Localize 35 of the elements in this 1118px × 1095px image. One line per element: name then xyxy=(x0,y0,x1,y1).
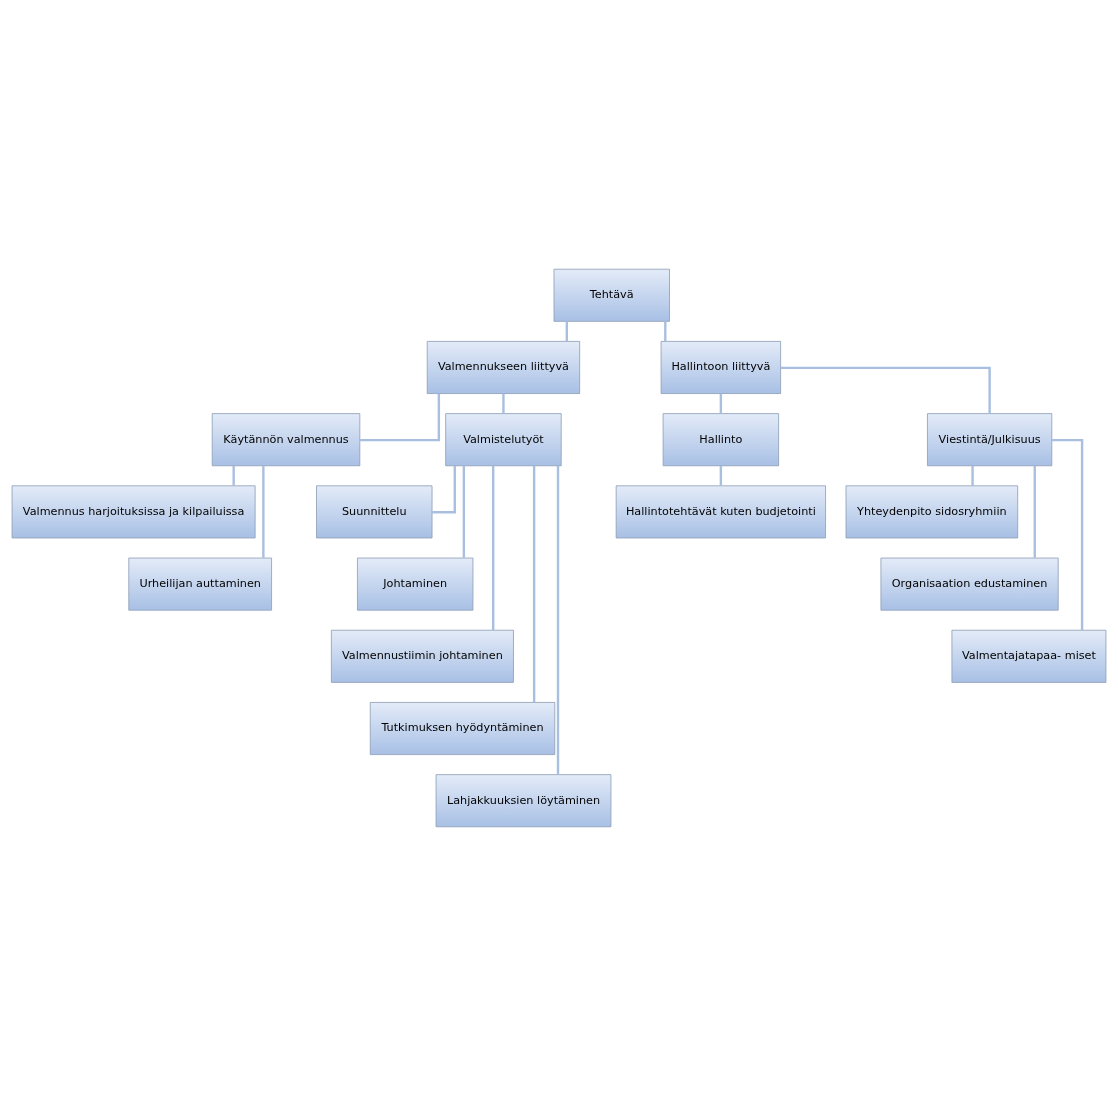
node-box: Valmennustiimin johtaminen xyxy=(330,629,514,683)
node-box: Viestintä/Julkisuus xyxy=(927,412,1053,466)
connector xyxy=(532,465,536,702)
connector xyxy=(262,465,265,558)
connector xyxy=(462,465,466,558)
node-box: Hallintotehtävät kuten budjetointi xyxy=(615,484,826,538)
connector xyxy=(432,465,456,513)
node-box: Lahjakkuuksien löytäminen xyxy=(435,773,612,827)
node-box: Hallinto xyxy=(662,412,779,466)
connector xyxy=(565,321,569,341)
node-box: Yhteydenpito sidosryhmiin xyxy=(845,484,1019,538)
node-box: Urheilijan auttaminen xyxy=(128,557,272,611)
connector xyxy=(780,366,991,414)
node-box: Suunnittelu xyxy=(316,484,433,538)
connector xyxy=(492,465,495,630)
connector xyxy=(232,465,235,486)
connector xyxy=(1051,438,1084,630)
connector xyxy=(556,465,560,775)
connector xyxy=(719,465,723,486)
node-box: Käytännön valmennus xyxy=(211,412,361,466)
node-box: Valmennus harjoituksissa ja kilpailuissa xyxy=(11,484,256,538)
node-box: Valmistelutyöt xyxy=(445,412,562,466)
node-box: Valmennukseen liittyvä xyxy=(426,340,581,394)
connector xyxy=(360,393,441,441)
connector xyxy=(719,393,723,414)
node-box: Johtaminen xyxy=(357,557,474,611)
connector xyxy=(664,321,667,341)
connector xyxy=(971,465,974,486)
connector xyxy=(1033,465,1036,558)
node-box: Tehtävä xyxy=(553,268,670,322)
node-box: Hallintoon liittyvä xyxy=(660,340,782,394)
connector xyxy=(502,393,505,414)
node-box: Tutkimuksen hyödyntäminen xyxy=(369,701,556,755)
node-box: Valmentajatapaa- miset xyxy=(951,629,1107,683)
node-box: Organisaation edustaminen xyxy=(880,557,1059,611)
